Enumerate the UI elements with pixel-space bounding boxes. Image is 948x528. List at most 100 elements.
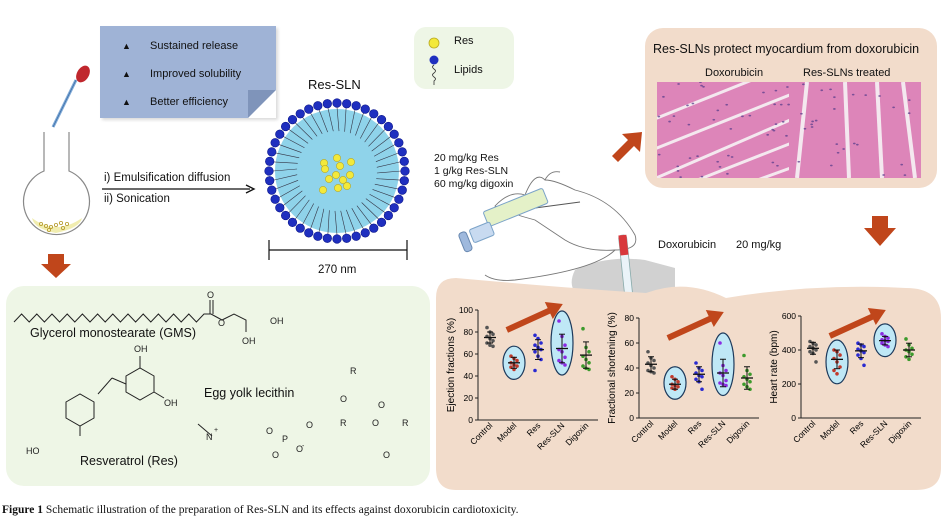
lipid-head	[304, 228, 314, 238]
nucleus	[801, 83, 805, 86]
atom-label: O	[218, 318, 225, 328]
nucleus	[836, 151, 840, 154]
process-arrow	[102, 184, 256, 194]
data-point	[718, 341, 722, 345]
lipid-head	[287, 217, 298, 227]
data-point	[557, 319, 561, 323]
res-dot-icon	[428, 37, 440, 49]
y-tick-label: 40	[625, 363, 635, 373]
lipid-tails	[272, 106, 402, 236]
data-point	[910, 352, 914, 357]
data-point	[515, 358, 519, 363]
data-point	[838, 353, 842, 357]
y-tick-label: 100	[459, 305, 473, 315]
legend-icons	[428, 37, 440, 85]
atom-label: O	[378, 400, 385, 410]
data-point	[581, 364, 585, 368]
blood-tube-icon	[618, 234, 633, 296]
histology-left-label: Doxorubicin	[705, 67, 764, 79]
res-molecule	[332, 171, 340, 179]
data-point	[832, 368, 836, 373]
data-point	[808, 344, 812, 349]
atom-label: OH	[270, 316, 284, 326]
data-point	[676, 384, 680, 389]
data-point	[748, 387, 752, 392]
lipid-head	[322, 233, 332, 243]
res-molecule	[346, 171, 354, 179]
atom-label: HO	[26, 446, 40, 456]
process-step-1: i) Emulsification diffusion	[104, 172, 231, 184]
nucleus	[696, 155, 699, 158]
data-point	[533, 343, 537, 347]
nucleus	[716, 109, 720, 112]
nucleus	[814, 119, 818, 122]
data-point	[533, 350, 537, 354]
nucleus	[766, 133, 770, 136]
lipid-head	[394, 194, 404, 204]
lipid-head	[267, 147, 277, 157]
page-fold	[248, 90, 276, 118]
lipid-head	[342, 233, 352, 243]
nucleus	[852, 142, 856, 145]
y-tick-label: 80	[625, 313, 635, 323]
data-point	[670, 374, 674, 379]
sln-core	[301, 135, 373, 207]
nucleus	[882, 174, 886, 176]
data-point	[587, 350, 591, 354]
lipid-head	[369, 109, 379, 119]
nucleus	[668, 120, 671, 123]
data-point	[515, 364, 519, 368]
data-point	[587, 361, 591, 365]
lipid-head	[322, 99, 332, 109]
data-point	[835, 372, 839, 376]
histology-image	[657, 82, 921, 178]
lipid-head	[360, 228, 370, 238]
lipid-head	[270, 138, 280, 148]
lipid-head	[369, 223, 379, 233]
lipid-head	[275, 129, 285, 139]
atom-label: O	[340, 394, 347, 404]
data-point	[862, 363, 866, 368]
y-tick-label: 600	[782, 311, 796, 321]
nucleus	[851, 93, 855, 96]
data-point	[491, 344, 495, 349]
data-point	[563, 343, 567, 347]
res-molecule	[336, 162, 344, 170]
nucleus	[726, 172, 729, 175]
data-point	[748, 372, 752, 377]
data-point	[742, 353, 746, 358]
lipid-head	[313, 101, 323, 111]
dose-res: 20 mg/kg Res	[434, 152, 499, 164]
atom-label: O	[272, 450, 279, 460]
gms-label: Glycerol monostearate (GMS)	[30, 326, 197, 340]
data-point	[910, 346, 914, 351]
nucleus	[686, 104, 689, 107]
note-item: ▲Better efficiency	[122, 96, 228, 108]
data-point	[563, 363, 567, 367]
y-tick-label: 20	[625, 388, 635, 398]
y-tick-label: 80	[464, 327, 474, 337]
data-point	[581, 326, 585, 331]
data-point	[862, 344, 866, 349]
y-tick-label: 400	[782, 345, 796, 355]
data-point	[700, 374, 704, 379]
data-point	[676, 379, 680, 384]
note-item: ▲Improved solubility	[122, 68, 241, 80]
figure-caption-text: Schematic illustration of the preparatio…	[43, 504, 519, 516]
note-text: Sustained release	[150, 40, 239, 52]
atom-label: O	[207, 290, 214, 300]
nucleus	[771, 128, 775, 131]
nucleus	[829, 88, 832, 91]
nucleus	[700, 175, 704, 178]
nucleus	[900, 163, 904, 166]
data-point	[646, 349, 650, 354]
y-tick-label: 0	[468, 415, 473, 425]
atom-label: O	[296, 444, 303, 454]
nucleus	[702, 85, 705, 88]
nucleus	[903, 174, 907, 177]
nucleus	[677, 83, 680, 85]
nucleus	[907, 112, 911, 115]
y-tick-label: 20	[464, 393, 474, 403]
data-point	[491, 339, 495, 343]
lipid-head	[394, 138, 404, 148]
